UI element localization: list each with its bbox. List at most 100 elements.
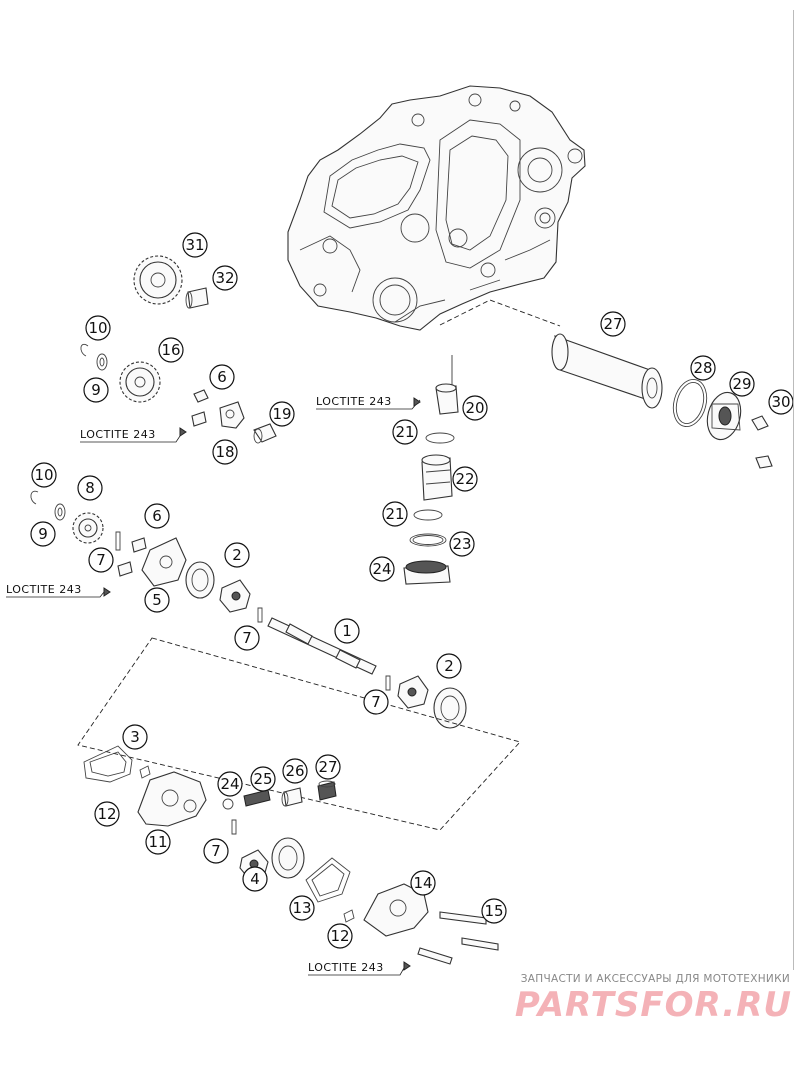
pin-7-lower <box>231 819 237 835</box>
callout-25: 24 <box>217 771 243 797</box>
circlip-10-upper <box>80 344 89 357</box>
callout-8: 8 <box>77 475 103 501</box>
callout-1: 1 <box>334 618 360 644</box>
svg-text:18: 18 <box>215 443 234 461</box>
callout-7-shaft-right: 7 <box>363 689 389 715</box>
callout-29: 27 <box>600 311 626 337</box>
svg-text:21: 21 <box>395 423 414 441</box>
svg-text:3: 3 <box>130 728 140 746</box>
callout-4: 4 <box>242 866 268 892</box>
sprocket-8 <box>72 512 104 544</box>
pin-7-left <box>115 531 121 551</box>
svg-text:LOCTITE 243: LOCTITE 243 <box>316 395 392 408</box>
ball-25 <box>222 798 234 810</box>
svg-text:2: 2 <box>232 546 242 564</box>
screw-6-lower <box>117 537 147 577</box>
svg-text:19: 19 <box>272 405 291 423</box>
bushing-34 <box>185 287 209 309</box>
dowel-12-right <box>343 909 355 923</box>
o-ring-21-top <box>425 432 455 444</box>
svg-text:23: 23 <box>452 535 471 553</box>
o-ring-21-bottom <box>413 509 443 521</box>
screw-plug-24 <box>403 560 451 585</box>
callout-7-left: 7 <box>88 547 114 573</box>
callout-28: 27 <box>315 754 341 780</box>
svg-text:24: 24 <box>220 775 239 793</box>
svg-text:LOCTITE 243: LOCTITE 243 <box>80 428 156 441</box>
bolts-15 <box>417 911 499 965</box>
pump-cover-14 <box>363 883 429 937</box>
page-border-line <box>793 10 794 970</box>
svg-text:29: 29 <box>732 375 751 393</box>
washer-9-upper <box>96 353 108 371</box>
callout-20: 20 <box>462 395 488 421</box>
callout-18: 18 <box>212 439 238 465</box>
svg-text:2: 2 <box>444 657 454 675</box>
loctite-drop-left <box>103 587 111 597</box>
callout-2-left: 2 <box>224 542 250 568</box>
plate-18 <box>219 401 245 429</box>
engine-crankcase <box>287 85 586 331</box>
callout-34: 32 <box>212 265 238 291</box>
callout-13: 13 <box>289 895 315 921</box>
callout-23: 23 <box>449 531 475 557</box>
spring-26 <box>243 789 271 807</box>
svg-text:7: 7 <box>211 842 221 860</box>
callout-12-left: 12 <box>94 801 120 827</box>
bushing-19 <box>253 423 277 444</box>
callout-9-lower: 9 <box>30 521 56 547</box>
gasket-3 <box>83 745 133 783</box>
svg-text:15: 15 <box>484 902 503 920</box>
loctite-label-lower: LOCTITE 243 <box>308 961 405 976</box>
callout-15: 15 <box>481 898 507 924</box>
pump-rotor-2-right <box>397 675 467 729</box>
sleeve-27 <box>281 787 303 807</box>
svg-text:27: 27 <box>318 758 337 776</box>
cover-5 <box>141 537 187 587</box>
svg-text:27: 27 <box>603 315 622 333</box>
o-ring-30 <box>672 379 708 427</box>
svg-text:4: 4 <box>250 870 260 888</box>
sprocket-16 <box>119 361 161 403</box>
oil-filter-29 <box>551 333 663 409</box>
svg-text:24: 24 <box>372 560 391 578</box>
oil-screen-22 <box>421 454 453 501</box>
svg-text:12: 12 <box>330 927 349 945</box>
callout-26: 25 <box>250 766 276 792</box>
callout-31: 29 <box>729 371 755 397</box>
callout-12-right: 12 <box>327 923 353 949</box>
callout-11: 11 <box>145 829 171 855</box>
watermark-logo: PARTSFOR.RU <box>514 985 792 1025</box>
callout-6-lower: 6 <box>144 503 170 529</box>
svg-text:5: 5 <box>152 591 162 609</box>
svg-text:7: 7 <box>96 551 106 569</box>
callout-27: 26 <box>282 758 308 784</box>
svg-text:6: 6 <box>152 507 162 525</box>
callout-2-right: 2 <box>436 653 462 679</box>
callout-6-upper: 6 <box>209 364 235 390</box>
pin-7-shaft-left <box>257 607 263 623</box>
pin-7-shaft-right <box>385 675 391 691</box>
svg-text:30: 30 <box>771 393 790 411</box>
svg-text:14: 14 <box>413 874 432 892</box>
callout-19: 19 <box>269 401 295 427</box>
svg-text:16: 16 <box>161 341 180 359</box>
callout-9-upper: 9 <box>83 377 109 403</box>
svg-text:LOCTITE 243: LOCTITE 243 <box>6 583 82 596</box>
callout-14: 14 <box>410 870 436 896</box>
svg-text:32: 32 <box>215 269 234 287</box>
o-ring-23 <box>409 533 447 547</box>
callout-3: 3 <box>122 724 148 750</box>
pump-rotor-2-left <box>185 561 251 613</box>
callout-21-upper: 21 <box>392 419 418 445</box>
crankcase-to-filter-line <box>439 299 561 327</box>
loctite-label-left: LOCTITE 243 <box>6 583 105 598</box>
callout-5: 5 <box>144 587 170 613</box>
svg-text:9: 9 <box>91 381 101 399</box>
svg-text:9: 9 <box>38 525 48 543</box>
svg-text:7: 7 <box>242 629 252 647</box>
svg-text:1: 1 <box>342 622 352 640</box>
loctite-drop-upper <box>179 427 187 437</box>
